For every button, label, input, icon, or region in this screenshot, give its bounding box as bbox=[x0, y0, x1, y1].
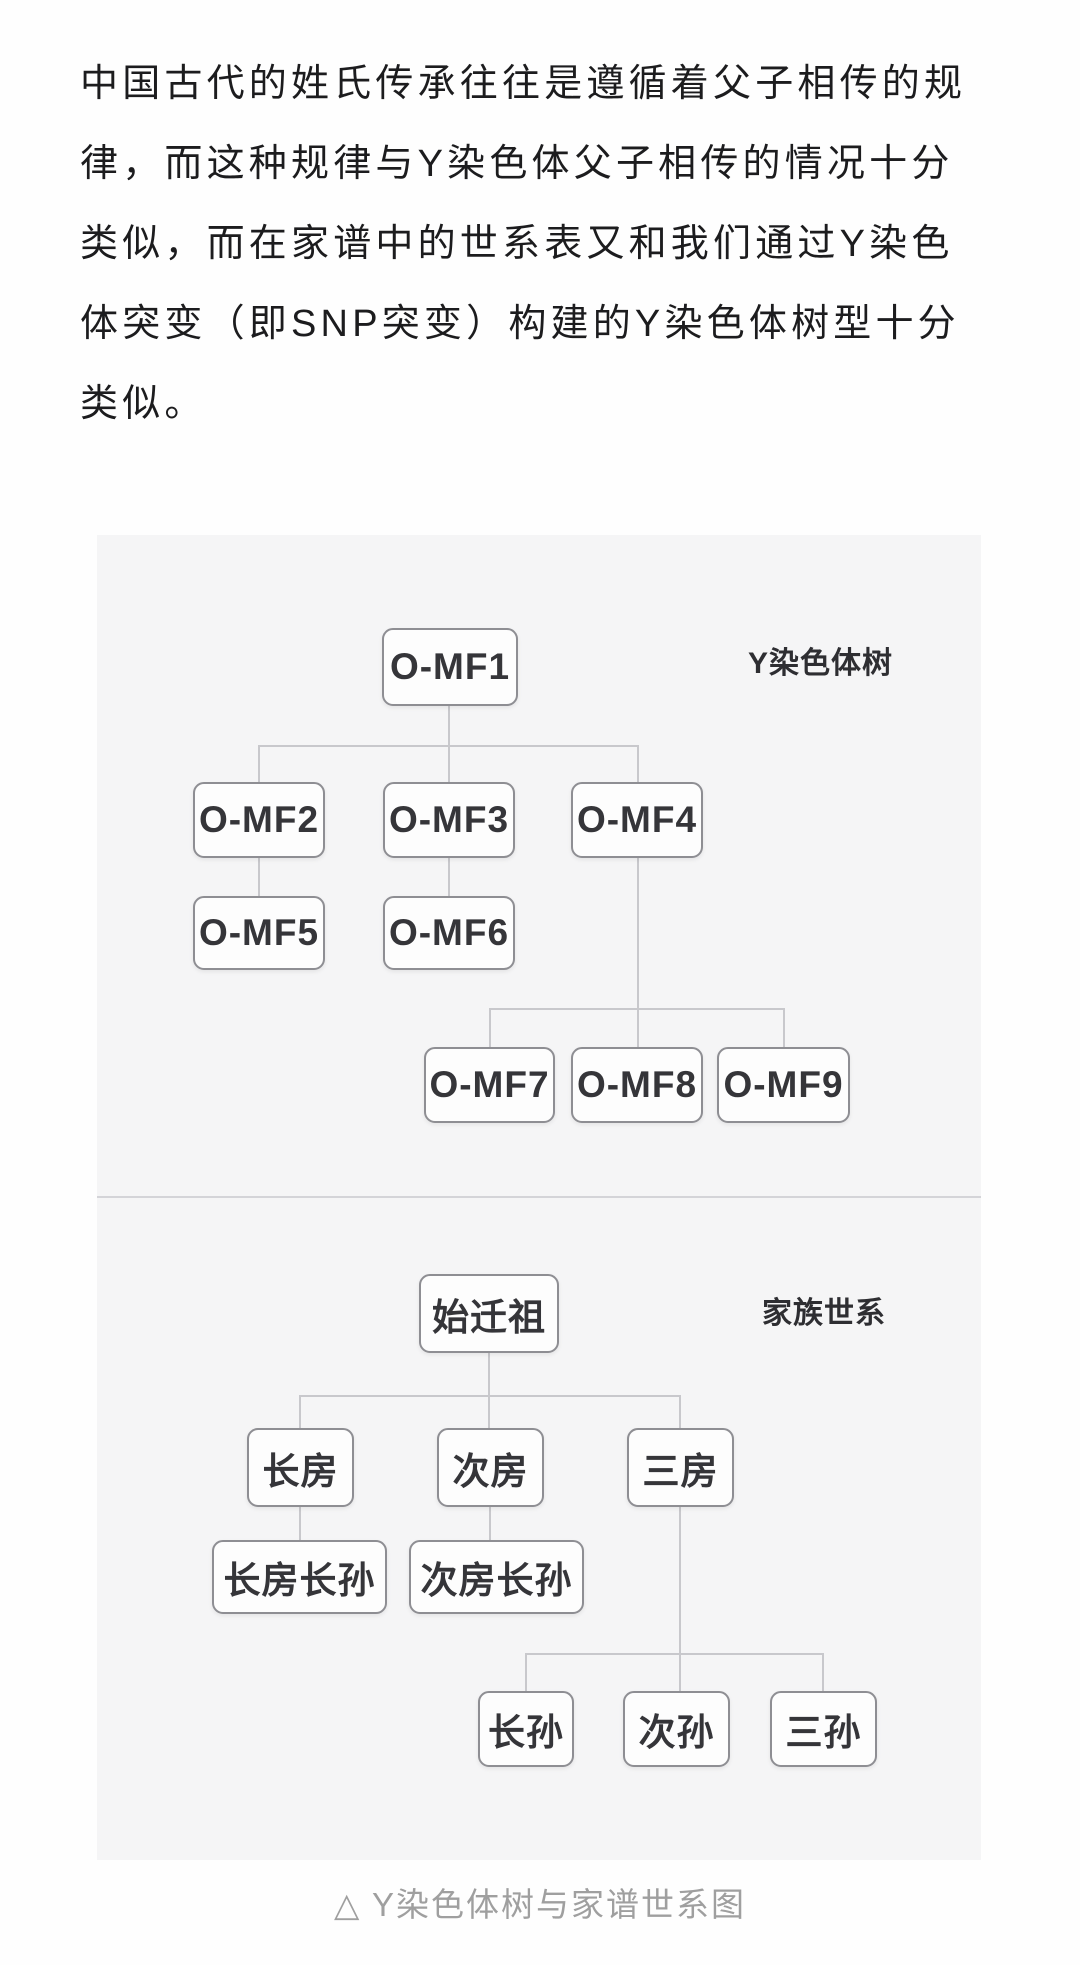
node-sansun: 三孙 bbox=[770, 1691, 877, 1767]
connector-line bbox=[679, 1507, 681, 1654]
node-o-mf7: O-MF7 bbox=[424, 1047, 555, 1123]
connector-line bbox=[448, 745, 450, 783]
paragraph-line: 体突变（即SNP突变）构建的Y染色体树型十分 bbox=[80, 303, 960, 345]
panel-divider bbox=[97, 1196, 981, 1198]
node-cifang-changsun: 次房长孙 bbox=[409, 1540, 584, 1614]
connector-line bbox=[679, 1653, 681, 1691]
connector-line bbox=[299, 1507, 301, 1541]
node-o-mf2: O-MF2 bbox=[193, 782, 325, 858]
node-o-mf4: O-MF4 bbox=[571, 782, 703, 858]
connector-line bbox=[679, 1395, 681, 1429]
node-o-mf9: O-MF9 bbox=[717, 1047, 850, 1123]
connector-line bbox=[525, 1653, 527, 1691]
node-o-mf1: O-MF1 bbox=[382, 628, 518, 706]
y-tree-title: Y染色体树 bbox=[748, 647, 894, 680]
connector-line bbox=[488, 1352, 490, 1396]
node-o-mf8: O-MF8 bbox=[571, 1047, 703, 1123]
node-o-mf6: O-MF6 bbox=[383, 896, 515, 970]
connector-line bbox=[525, 1653, 823, 1655]
family-tree-title: 家族世系 bbox=[762, 1297, 886, 1330]
paragraph-line: 类似，而在家谱中的世系表又和我们通过Y染色 bbox=[80, 223, 954, 265]
figure-caption: △ Y染色体树与家谱世系图 bbox=[334, 1886, 746, 1923]
connector-line bbox=[637, 857, 639, 1009]
node-changfang-changsun: 长房长孙 bbox=[212, 1540, 387, 1614]
connector-line bbox=[299, 1395, 301, 1429]
node-changfang: 长房 bbox=[247, 1428, 354, 1507]
paragraph-line: 中国古代的姓氏传承往往是遵循着父子相传的规 bbox=[80, 63, 967, 105]
connector-line bbox=[637, 1008, 639, 1048]
connector-line bbox=[488, 1395, 490, 1429]
node-cifang: 次房 bbox=[437, 1428, 544, 1507]
connector-line bbox=[783, 1008, 785, 1048]
connector-line bbox=[448, 857, 450, 898]
connector-line bbox=[258, 745, 260, 783]
node-o-mf3: O-MF3 bbox=[383, 782, 515, 858]
connector-line bbox=[489, 1008, 491, 1048]
paragraph-line: 律，而这种规律与Y染色体父子相传的情况十分 bbox=[80, 143, 954, 185]
article-paragraph: 中国古代的姓氏传承往往是遵循着父子相传的规 律，而这种规律与Y染色体父子相传的情… bbox=[80, 44, 1000, 444]
connector-line bbox=[299, 1395, 681, 1397]
node-cisun: 次孙 bbox=[623, 1691, 730, 1767]
connector-line bbox=[822, 1653, 824, 1691]
node-o-mf5: O-MF5 bbox=[193, 896, 325, 970]
connector-line bbox=[637, 745, 639, 783]
connector-line bbox=[448, 704, 450, 746]
node-sanfang: 三房 bbox=[627, 1428, 734, 1507]
node-changsun: 长孙 bbox=[478, 1691, 574, 1767]
connector-line bbox=[258, 857, 260, 898]
connector-line bbox=[489, 1507, 491, 1541]
node-shiqianzu: 始迁祖 bbox=[419, 1274, 559, 1353]
paragraph-line: 类似。 bbox=[80, 383, 207, 425]
